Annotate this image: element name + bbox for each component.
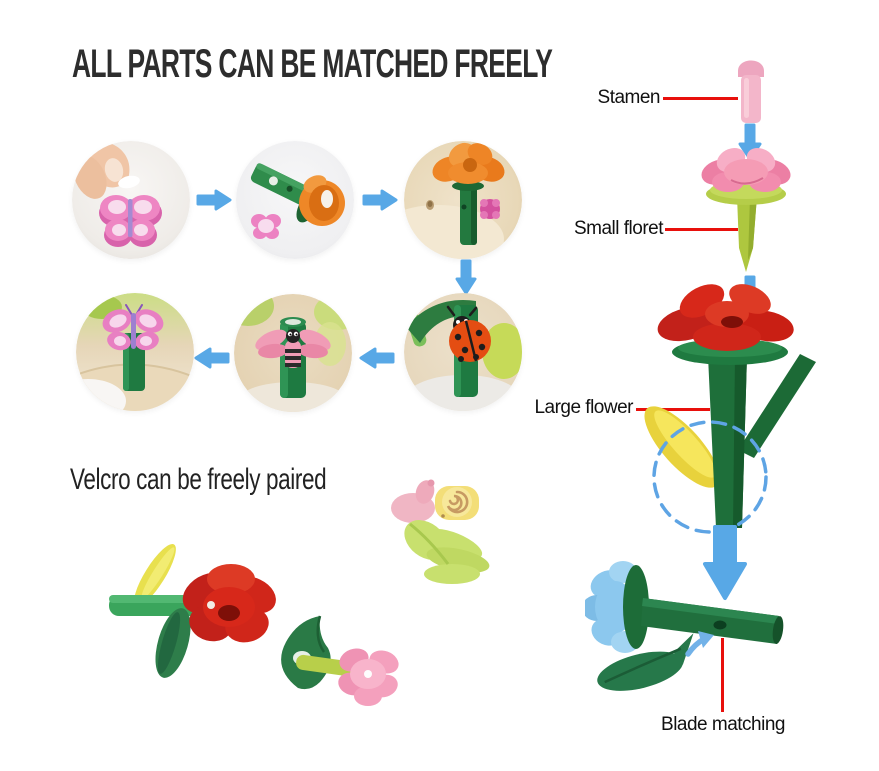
small-floret-illustration bbox=[693, 140, 805, 281]
pink-bee-attached-to-stem-icon bbox=[234, 294, 352, 412]
step-2-photo bbox=[236, 141, 354, 259]
pink-floret bbox=[701, 148, 791, 192]
large-flower-illustration bbox=[642, 282, 832, 537]
small-curved-arrow-icon bbox=[685, 631, 714, 657]
green-stem-connector-with-orange-flower-icon bbox=[236, 141, 354, 259]
label-stamen: Stamen bbox=[597, 87, 661, 108]
pink-knob bbox=[480, 199, 500, 219]
pointer-line-stamen bbox=[663, 97, 738, 100]
label-small-floret: Small floret bbox=[573, 218, 664, 239]
orange-flower-piece bbox=[299, 175, 345, 226]
fingers-press-velcro-on-pink-butterfly-icon bbox=[72, 141, 190, 259]
blue-flower-head bbox=[582, 561, 639, 653]
snail-shell bbox=[435, 486, 479, 520]
pink-butterfly-block bbox=[99, 195, 162, 247]
step-4-photo bbox=[404, 293, 522, 411]
pink-bee bbox=[255, 329, 331, 368]
stamen-piece-illustration bbox=[732, 54, 770, 131]
leaf-toy-illustration bbox=[396, 512, 496, 592]
label-large-flower: Large flower bbox=[534, 397, 633, 418]
arrow-right-icon bbox=[195, 187, 233, 218]
step-1-photo bbox=[72, 141, 190, 259]
small-pink-butterfly-piece bbox=[251, 214, 281, 239]
red-flower bbox=[182, 564, 276, 643]
red-flower-toy-illustration bbox=[95, 535, 285, 690]
pointer-line-blade-matching bbox=[721, 638, 724, 712]
step-5-photo bbox=[234, 294, 352, 412]
arrow-right-icon bbox=[361, 187, 399, 218]
arrow-left-icon bbox=[193, 345, 231, 376]
green-stem-piece bbox=[250, 163, 313, 206]
ladybug bbox=[446, 305, 491, 362]
pink-butterfly-attached-to-stem-icon bbox=[76, 293, 194, 411]
connection-highlight-circle bbox=[650, 418, 770, 541]
green-leaf-piece bbox=[597, 633, 694, 691]
orange-flower bbox=[432, 142, 505, 184]
step-3-photo bbox=[404, 141, 522, 259]
label-blade-matching: Blade matching bbox=[661, 714, 785, 735]
arrow-down-icon bbox=[453, 258, 479, 301]
page-title: ALL PARTS CAN BE MATCHED FREELY bbox=[72, 42, 553, 86]
red-flower-head bbox=[657, 284, 794, 351]
pink-flower-toy-illustration bbox=[268, 608, 403, 718]
big-arrow-down-icon bbox=[702, 524, 748, 607]
velcro-section-title: Velcro can be freely paired bbox=[70, 463, 327, 496]
blue-flower-illustration bbox=[582, 552, 797, 703]
orange-flower-assembled-on-stem-icon bbox=[404, 141, 522, 259]
arrow-left-icon bbox=[358, 345, 396, 376]
pink-butterfly bbox=[102, 304, 164, 351]
snail-toy-illustration bbox=[383, 476, 483, 533]
pointer-line-small-floret bbox=[665, 228, 738, 231]
step-6-photo bbox=[76, 293, 194, 411]
pointer-line-large-flower bbox=[636, 408, 710, 411]
pink-flower bbox=[338, 648, 399, 706]
ladybug-attached-to-stem-icon bbox=[404, 293, 522, 411]
